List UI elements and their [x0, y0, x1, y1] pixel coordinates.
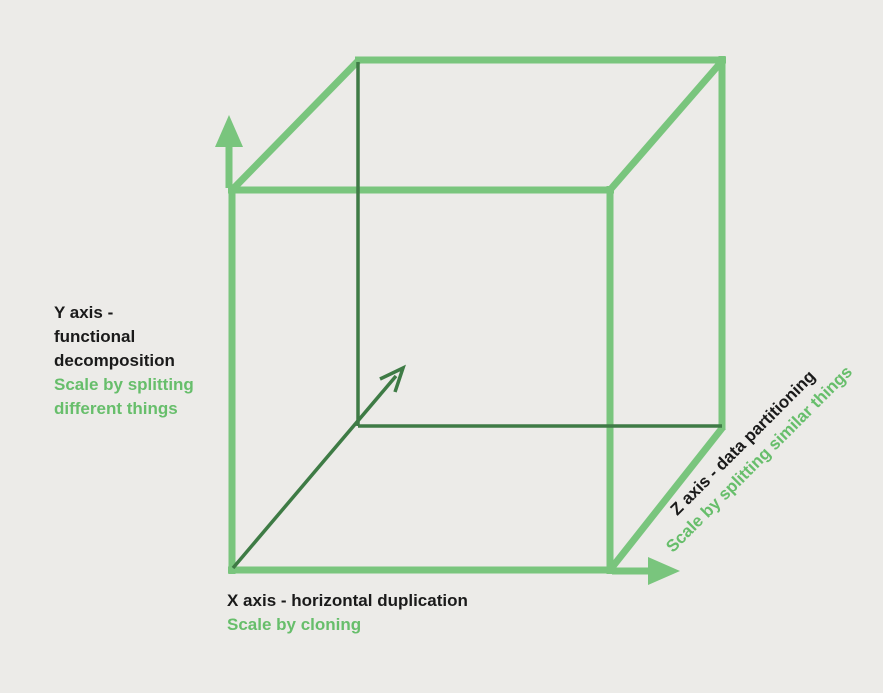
y-axis-label: Y axis - functional decomposition Scale …: [54, 301, 194, 421]
z-axis-arrow: [231, 364, 406, 570]
cube-outer-edges: [228, 56, 726, 574]
x-axis-arrow: [612, 557, 680, 585]
z-axis-arrow-shaft: [231, 374, 398, 570]
y-axis-title-line: decomposition: [54, 351, 175, 370]
y-axis-subtitle-line: Scale by splitting: [54, 375, 194, 394]
y-axis-title-line: Y axis -: [54, 303, 114, 322]
cube-hidden-edges: [356, 62, 722, 428]
y-axis-arrow-head-icon: [215, 115, 243, 147]
y-axis-arrow: [215, 115, 243, 188]
cube-bottom-right-connector-edge: [607, 424, 726, 573]
z-axis-arrow-head-icon: [379, 364, 406, 393]
y-axis-title-line: functional: [54, 327, 136, 346]
cube-top-left-connector-edge: [229, 57, 362, 193]
x-axis-title: X axis - horizontal duplication: [227, 591, 468, 610]
y-axis-subtitle-line: different things: [54, 399, 178, 418]
x-axis-label: X axis - horizontal duplication Scale by…: [227, 589, 468, 637]
x-axis-arrow-head-icon: [648, 557, 680, 585]
x-axis-subtitle: Scale by cloning: [227, 615, 362, 634]
cube-top-right-connector-edge: [607, 57, 726, 193]
